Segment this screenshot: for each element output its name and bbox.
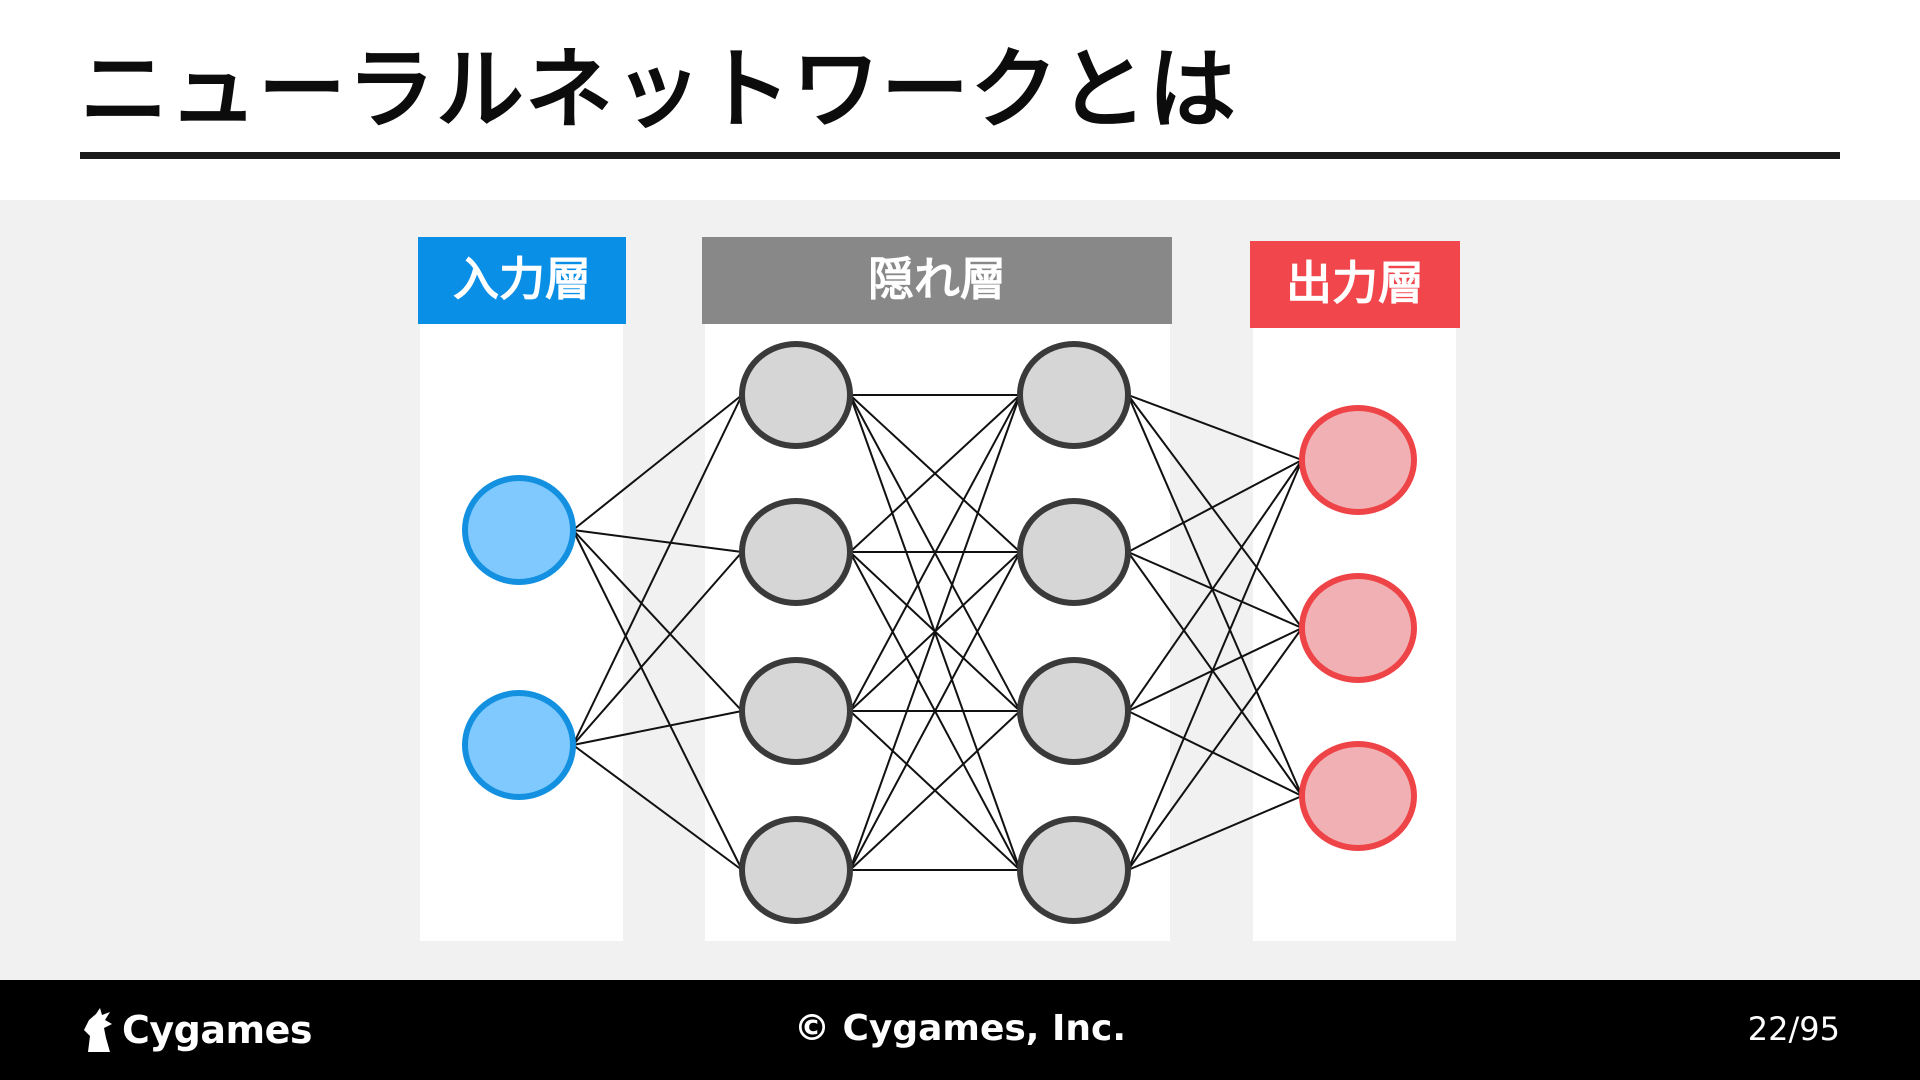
connection-line [849,394,1021,712]
connection-line [1127,394,1303,461]
hidden-node-b [1017,498,1131,606]
diagram-area: 入力層 隠れ層 出力層 [0,200,1920,980]
hidden-node-a [739,816,853,924]
connection-line [849,551,1021,871]
connection-line [1127,459,1303,712]
hidden-node-b [1017,816,1131,924]
footer-bar: Cygames © Cygames, Inc. 22/95 [0,980,1920,1080]
connection-line [1127,551,1303,629]
hidden-node-a [739,657,853,765]
nodes [462,341,1417,924]
connection-line [1127,459,1303,553]
connections [572,394,1303,871]
output-node [1299,573,1417,683]
hidden-layer-header: 隠れ層 [702,237,1172,324]
connection-line [849,394,1021,553]
output-layer-label: 出力層 [1286,256,1424,310]
logo-text: Cygames [122,1008,313,1052]
input-layer-header: 入力層 [418,237,626,324]
connection-line [572,744,743,871]
knight-logo-icon [84,1008,112,1052]
connection-line [572,529,743,871]
connection-line [1127,459,1303,871]
output-node [1299,741,1417,851]
input-layer-panel [420,324,623,941]
connection-line [572,529,743,712]
hidden-node-a [739,341,853,449]
connection-line [572,551,743,746]
hidden-layer-label: 隠れ層 [868,252,1006,306]
cygames-logo: Cygames [80,1000,313,1060]
connection-line [1127,394,1303,629]
connection-line [572,529,743,553]
connection-line [849,394,1021,871]
page-title: ニューラルネットワークとは [80,38,1238,141]
connection-line [1127,551,1303,797]
connection-line [572,710,743,746]
hidden-node-a [739,498,853,606]
copyright-text: © Cygames, Inc. [793,1008,1127,1049]
connection-line [1127,627,1303,871]
output-layer-header: 出力層 [1250,241,1460,328]
connection-line [849,710,1021,871]
input-layer-label: 入力層 [453,252,591,306]
connection-line [572,394,743,531]
title-divider [80,152,1840,159]
neural-network-diagram: 入力層 隠れ層 出力層 [418,237,1460,941]
hidden-node-b [1017,657,1131,765]
connection-line [1127,710,1303,797]
connection-line [1127,627,1303,712]
output-node [1299,405,1417,515]
hidden-node-b [1017,341,1131,449]
page-number: 22/95 [1747,1010,1840,1048]
connection-line [1127,795,1303,871]
input-node [462,475,576,585]
connection-line [572,394,743,746]
input-node [462,690,576,800]
connection-line [1127,394,1303,797]
